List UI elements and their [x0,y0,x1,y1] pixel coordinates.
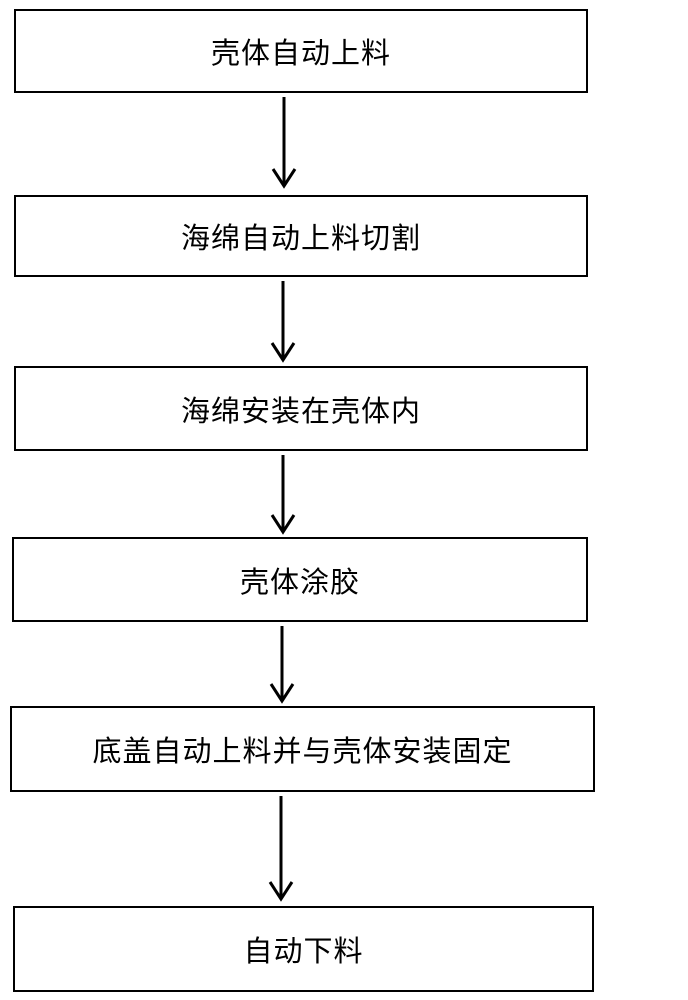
step-label: 底盖自动上料并与壳体安装固定 [92,734,513,768]
step-bottom-cover-loading-and-fixing: 底盖自动上料并与壳体安装固定 [10,706,595,792]
step-housing-gluing: 壳体涂胶 [12,537,588,622]
arrow-down-icon [270,455,296,535]
step-label: 壳体自动上料 [210,36,391,70]
arrow-down-icon [271,97,297,189]
step-label: 海绵自动上料切割 [180,221,421,255]
step-sponge-auto-loading-cutting: 海绵自动上料切割 [14,195,588,277]
step-sponge-install-in-housing: 海绵安装在壳体内 [14,366,588,451]
step-label: 壳体涂胶 [239,564,360,599]
arrow-down-icon [269,626,295,704]
step-auto-unloading: 自动下料 [13,906,594,992]
step-label: 海绵安装在壳体内 [180,393,421,428]
step-housing-auto-loading: 壳体自动上料 [14,9,588,93]
step-label: 自动下料 [243,934,364,968]
arrow-down-icon [270,281,296,363]
arrow-down-icon [268,796,294,902]
